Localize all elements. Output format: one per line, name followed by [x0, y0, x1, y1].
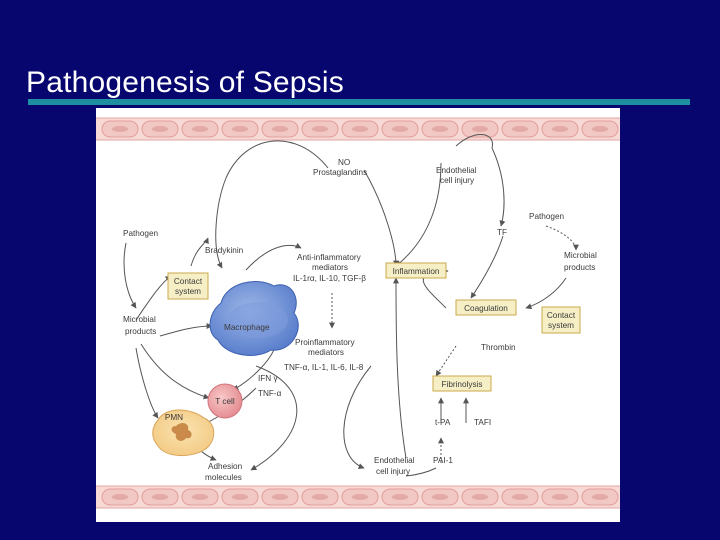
slide-title: Pathogenesis of Sepsis	[26, 66, 344, 99]
arrow-pathogen-left-down	[123, 242, 137, 309]
arrow-thrombin-to-fibrinolysis	[435, 345, 457, 377]
vessel-wall-top	[96, 117, 620, 141]
label-tf: TF	[497, 228, 507, 237]
label-thrombin: Thrombin	[481, 343, 516, 352]
arrow-endothelial-to-tf	[491, 147, 506, 227]
label-pathogen-right: Pathogen	[529, 212, 565, 221]
label-microbial-right-1: Microbial	[564, 251, 597, 260]
inflammation-box: Inflammation	[385, 262, 447, 279]
label-anti-3: IL-1rα, IL-10, TGF-β	[293, 274, 366, 283]
diagram-labels: NO Prostaglandins Endothelial cell injur…	[123, 158, 597, 482]
label-adhesion-2: molecules	[205, 473, 242, 482]
contact-system-left-box: Contact system	[167, 272, 209, 300]
arrow-microbial-to-tcell	[140, 343, 210, 400]
contact-left-line2: system	[175, 287, 201, 296]
arrow-no-to-left	[215, 140, 329, 269]
arrow-macrophage-to-anti	[245, 242, 302, 271]
label-endothelial-top-2: cell injury	[440, 176, 475, 185]
sepsis-diagram: Contact system Inflammation Coagulation …	[96, 108, 620, 522]
label-anti-2: mediators	[312, 263, 348, 272]
coagulation-box: Coagulation	[455, 299, 517, 316]
arrow-microbial-to-contact	[135, 275, 172, 321]
arrow-no-to-inflammation	[363, 169, 399, 267]
label-pro-3: TNF-α, IL-1, IL-6, IL-8	[284, 363, 364, 372]
arrow-pathogen-right-down	[545, 225, 579, 251]
arrow-tf-to-coagulation	[470, 235, 504, 299]
macrophage-label: Macrophage	[224, 323, 270, 332]
label-no: NO	[338, 158, 350, 167]
contact-right-line1: Contact	[547, 311, 576, 320]
arrow-microbial-to-pmn	[135, 347, 159, 419]
label-microbial-left-1: Microbial	[123, 315, 156, 324]
label-ifn: IFN γ	[258, 374, 278, 383]
arrow-microbial-to-macrophage	[159, 323, 213, 337]
label-endothelial-bottom-1: Endothelial	[374, 456, 415, 465]
fibrinolysis-label: Fibrinolysis	[442, 380, 483, 389]
label-pro-2: mediators	[308, 348, 344, 357]
label-prostaglandins: Prostaglandins	[313, 168, 367, 177]
fibrinolysis-box: Fibrinolysis	[432, 375, 492, 392]
inflammation-label: Inflammation	[393, 267, 440, 276]
label-tnf: TNF-α	[258, 389, 282, 398]
label-pai: PAI-1	[433, 456, 453, 465]
label-endothelial-bottom-2: cell injury	[376, 467, 411, 476]
arrow-pro-to-adhesion	[250, 365, 298, 471]
contact-right-line2: system	[548, 321, 574, 330]
pmn-label: PMN	[165, 413, 183, 422]
arrow-endothelial-bottom-to-pai	[405, 467, 437, 477]
label-microbial-left-2: products	[125, 327, 156, 336]
arrow-endothelial-bottom-to-inflammation	[393, 277, 407, 459]
macrophage-cell: Macrophage	[209, 281, 299, 356]
label-microbial-right-2: products	[564, 263, 595, 272]
label-anti-1: Anti-inflammatory	[297, 253, 362, 262]
arrow-pro-to-endothelial-bottom	[343, 365, 372, 469]
label-endothelial-top-1: Endothelial	[436, 166, 477, 175]
label-tpa: t-PA	[435, 418, 451, 427]
diagram-canvas: Contact system Inflammation Coagulation …	[96, 117, 620, 509]
label-pathogen-left: Pathogen	[123, 229, 159, 238]
arrow-endothelial-to-inflammation	[395, 162, 442, 267]
t-cell-label: T cell	[215, 397, 235, 406]
label-tafi: TAFI	[474, 418, 491, 427]
label-bradykinin: Bradykinin	[205, 246, 244, 255]
arrow-microbial-to-coagulation	[525, 277, 567, 310]
coagulation-label: Coagulation	[464, 304, 508, 313]
label-adhesion-1: Adhesion	[208, 462, 243, 471]
pmn-cell: PMN	[152, 409, 215, 456]
t-cell: T cell	[207, 383, 243, 419]
arrow-contact-to-bradykinin	[190, 237, 209, 267]
vessel-wall-bottom	[96, 485, 620, 509]
contact-system-right-box: Contact system	[541, 306, 581, 334]
contact-left-line1: Contact	[174, 277, 203, 286]
arrow-endothelial-loop	[455, 134, 493, 149]
title-underline	[28, 99, 690, 105]
label-pro-1: Proinflammatory	[295, 338, 356, 347]
